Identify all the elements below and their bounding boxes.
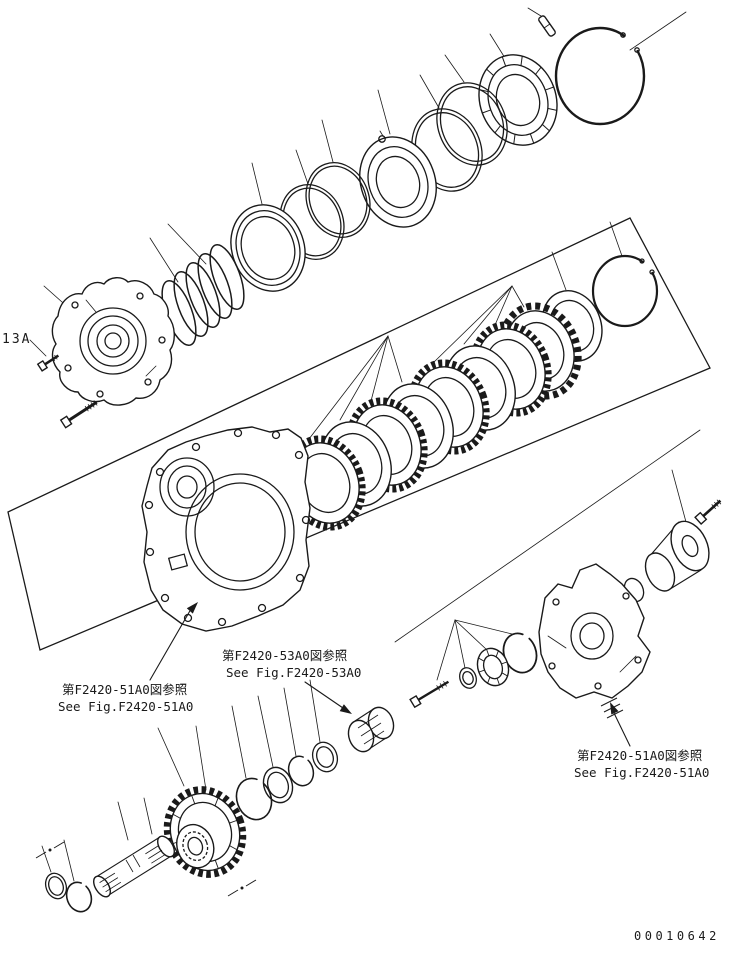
snap-ring-b <box>287 755 315 787</box>
washer-small <box>459 667 477 689</box>
reference-note-middle-jp: 第F2420-53A0図参照 <box>222 648 347 663</box>
retaining-ring-b <box>311 741 339 773</box>
reference-note-right-en: See Fig.F2420-51A0 <box>574 765 709 780</box>
spacer-ring-a <box>305 162 371 238</box>
transfer-case-plate <box>141 426 311 632</box>
bolt-13a <box>36 354 60 372</box>
input-shaft <box>92 835 176 898</box>
reference-note-left-jp: 第F2420-51A0図参照 <box>62 682 187 697</box>
ball-bearing-small <box>476 647 510 687</box>
snap-ring-a <box>235 777 273 821</box>
bolt-lower-left <box>59 400 98 429</box>
output-flange-hub <box>644 520 710 592</box>
bolt-long-bottom <box>409 680 450 709</box>
centerline-marks <box>35 841 257 897</box>
bearing-retainer-ring <box>359 130 437 228</box>
housing-right <box>538 563 651 719</box>
reference-arrows <box>149 602 631 747</box>
housing-cover-left <box>51 277 175 406</box>
needle-bearing <box>478 54 558 146</box>
reference-note-right-jp: 第F2420-51A0図参照 <box>577 748 702 763</box>
reference-note-left-en: See Fig.F2420-51A0 <box>58 699 193 714</box>
reference-note-middle-en: See Fig.F2420-53A0 <box>226 665 361 680</box>
spring-pin <box>538 15 556 37</box>
snap-ring-large <box>554 26 646 126</box>
washer-c <box>44 872 68 900</box>
gear-with-bearing <box>163 786 247 878</box>
bearing-race <box>230 204 306 292</box>
splined-bushing <box>347 706 395 753</box>
bolt-right-top <box>694 499 722 526</box>
part-label-13a: 13A <box>2 332 31 347</box>
seal-ring-outer <box>436 82 508 166</box>
assembly-band-outline <box>7 217 711 651</box>
snap-ring-clutch <box>591 254 659 328</box>
document-number: 00010642 <box>634 929 720 943</box>
snap-ring-shaft <box>65 881 93 913</box>
